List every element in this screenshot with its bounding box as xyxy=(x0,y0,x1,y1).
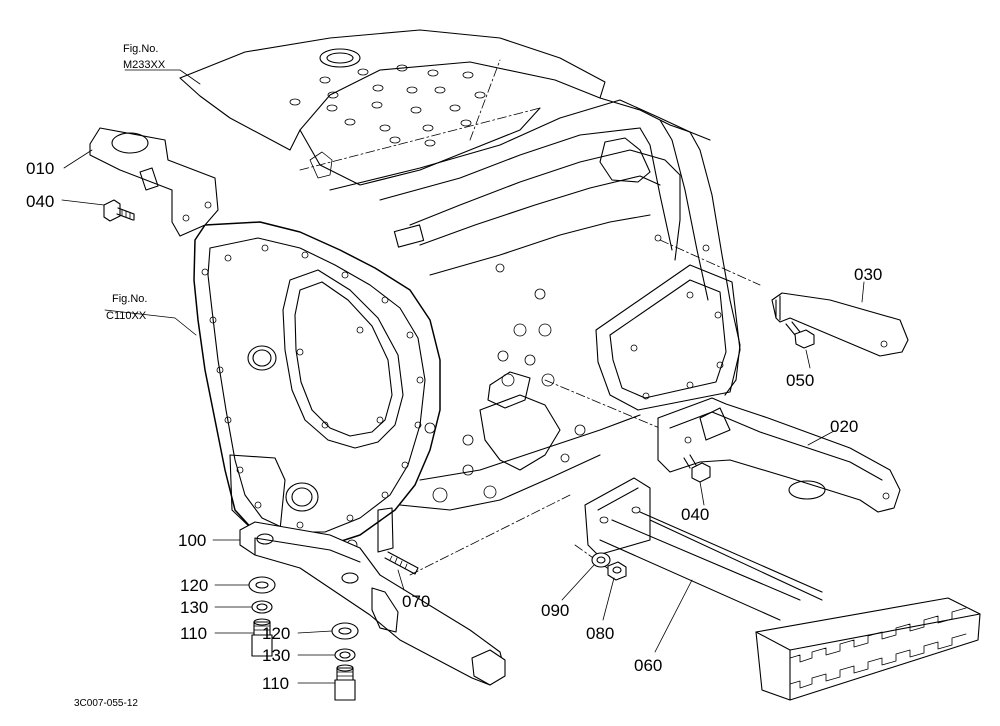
label-110-left: 110 xyxy=(180,624,207,643)
bolt-110-right xyxy=(334,664,356,701)
lockwasher-130-left xyxy=(251,600,273,614)
label-040-left: 040 xyxy=(26,192,54,211)
label-100: 100 xyxy=(178,531,206,550)
label-020: 020 xyxy=(830,417,858,436)
step-bracket-020 xyxy=(657,397,901,513)
washer-120-left xyxy=(248,576,276,594)
label-130-right: 130 xyxy=(262,646,290,665)
label-110-right: 110 xyxy=(262,674,289,693)
step-060 xyxy=(584,477,981,701)
label-070: 070 xyxy=(402,592,430,611)
bolt-050 xyxy=(785,321,815,349)
lockwasher-130-right xyxy=(334,648,356,662)
stud-070 xyxy=(384,551,419,575)
figure-ref-c110xx: Fig.No. C110XX xyxy=(106,293,147,322)
label-050: 050 xyxy=(786,371,814,390)
label-040-right: 040 xyxy=(681,505,709,524)
label-130-left: 130 xyxy=(180,598,208,617)
bracket-010 xyxy=(89,127,219,237)
nut-090 xyxy=(591,552,611,568)
support-bracket-100 xyxy=(239,521,506,686)
label-120-left: 120 xyxy=(180,576,208,595)
label-090: 090 xyxy=(541,601,569,620)
nut-080 xyxy=(607,561,627,581)
fig-ref-m233xx-line2: M233XX xyxy=(123,59,166,71)
top-cover-plate xyxy=(179,29,606,186)
fig-ref-m233xx-line1: Fig.No. xyxy=(123,43,158,55)
washer-120-right xyxy=(331,622,359,640)
plate-030 xyxy=(771,292,909,357)
label-120-right: 120 xyxy=(262,624,290,643)
label-030: 030 xyxy=(854,265,882,284)
bolt-110-left xyxy=(251,618,273,657)
label-060: 060 xyxy=(634,656,662,675)
leader-lines xyxy=(61,69,865,684)
part-labels: 010 040 030 050 020 040 100 120 130 110 … xyxy=(26,159,882,693)
figure-ref-m233xx: Fig.No. M233XX xyxy=(123,43,166,71)
drawing-code: 3C007-055-12 xyxy=(74,698,138,709)
transmission-case xyxy=(193,59,761,576)
bolt-040-right xyxy=(683,454,711,483)
fig-ref-c110xx-line2: C110XX xyxy=(106,310,147,322)
label-080: 080 xyxy=(586,624,614,643)
fig-ref-c110xx-line1: Fig.No. xyxy=(112,293,147,305)
label-010: 010 xyxy=(26,159,54,178)
bolt-040-left xyxy=(103,199,135,222)
